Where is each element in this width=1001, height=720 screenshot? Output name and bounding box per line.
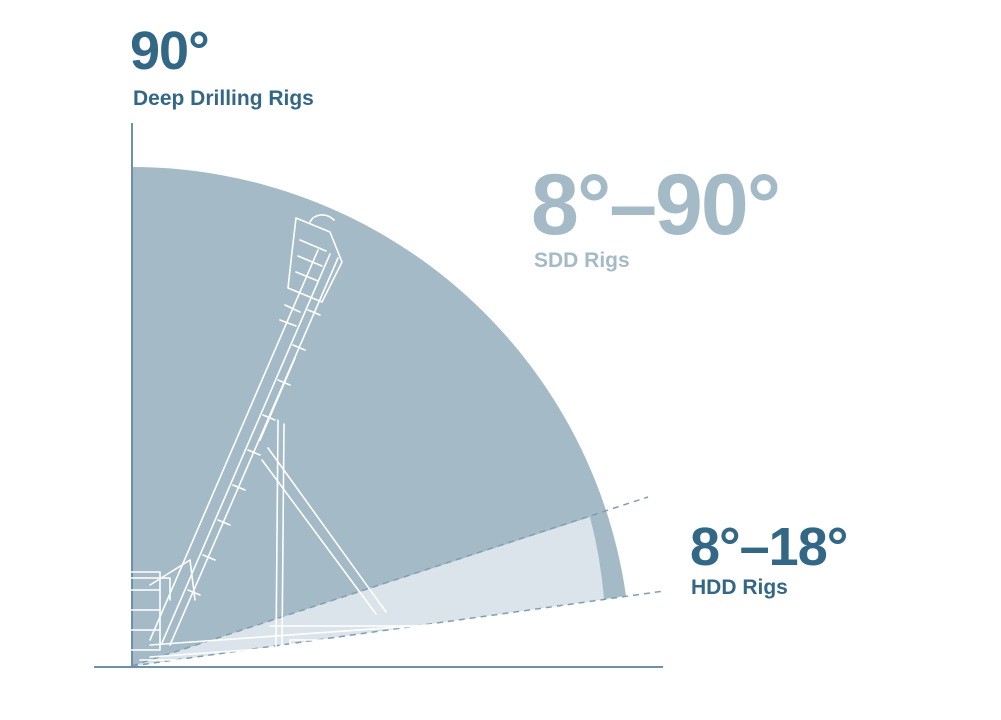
drilling-rig-drawing — [94, 214, 471, 661]
deep-drilling-rigs-label: Deep Drilling Rigs — [133, 87, 314, 110]
sdd-rigs-label: SDD Rigs — [534, 249, 630, 272]
hdd-upper-dashed-line — [131, 496, 649, 667]
deep-drilling-angle-label: 90° — [130, 21, 210, 81]
hdd-lower-dashed-line — [131, 590, 665, 667]
hdd-angle-range-label: 8°–18° — [690, 517, 848, 577]
hdd-rigs-label: HDD Rigs — [691, 576, 788, 599]
sdd-sector — [132, 167, 626, 666]
hdd-sector — [132, 517, 604, 666]
sdd-angle-range-label: 8°–90° — [531, 157, 781, 253]
